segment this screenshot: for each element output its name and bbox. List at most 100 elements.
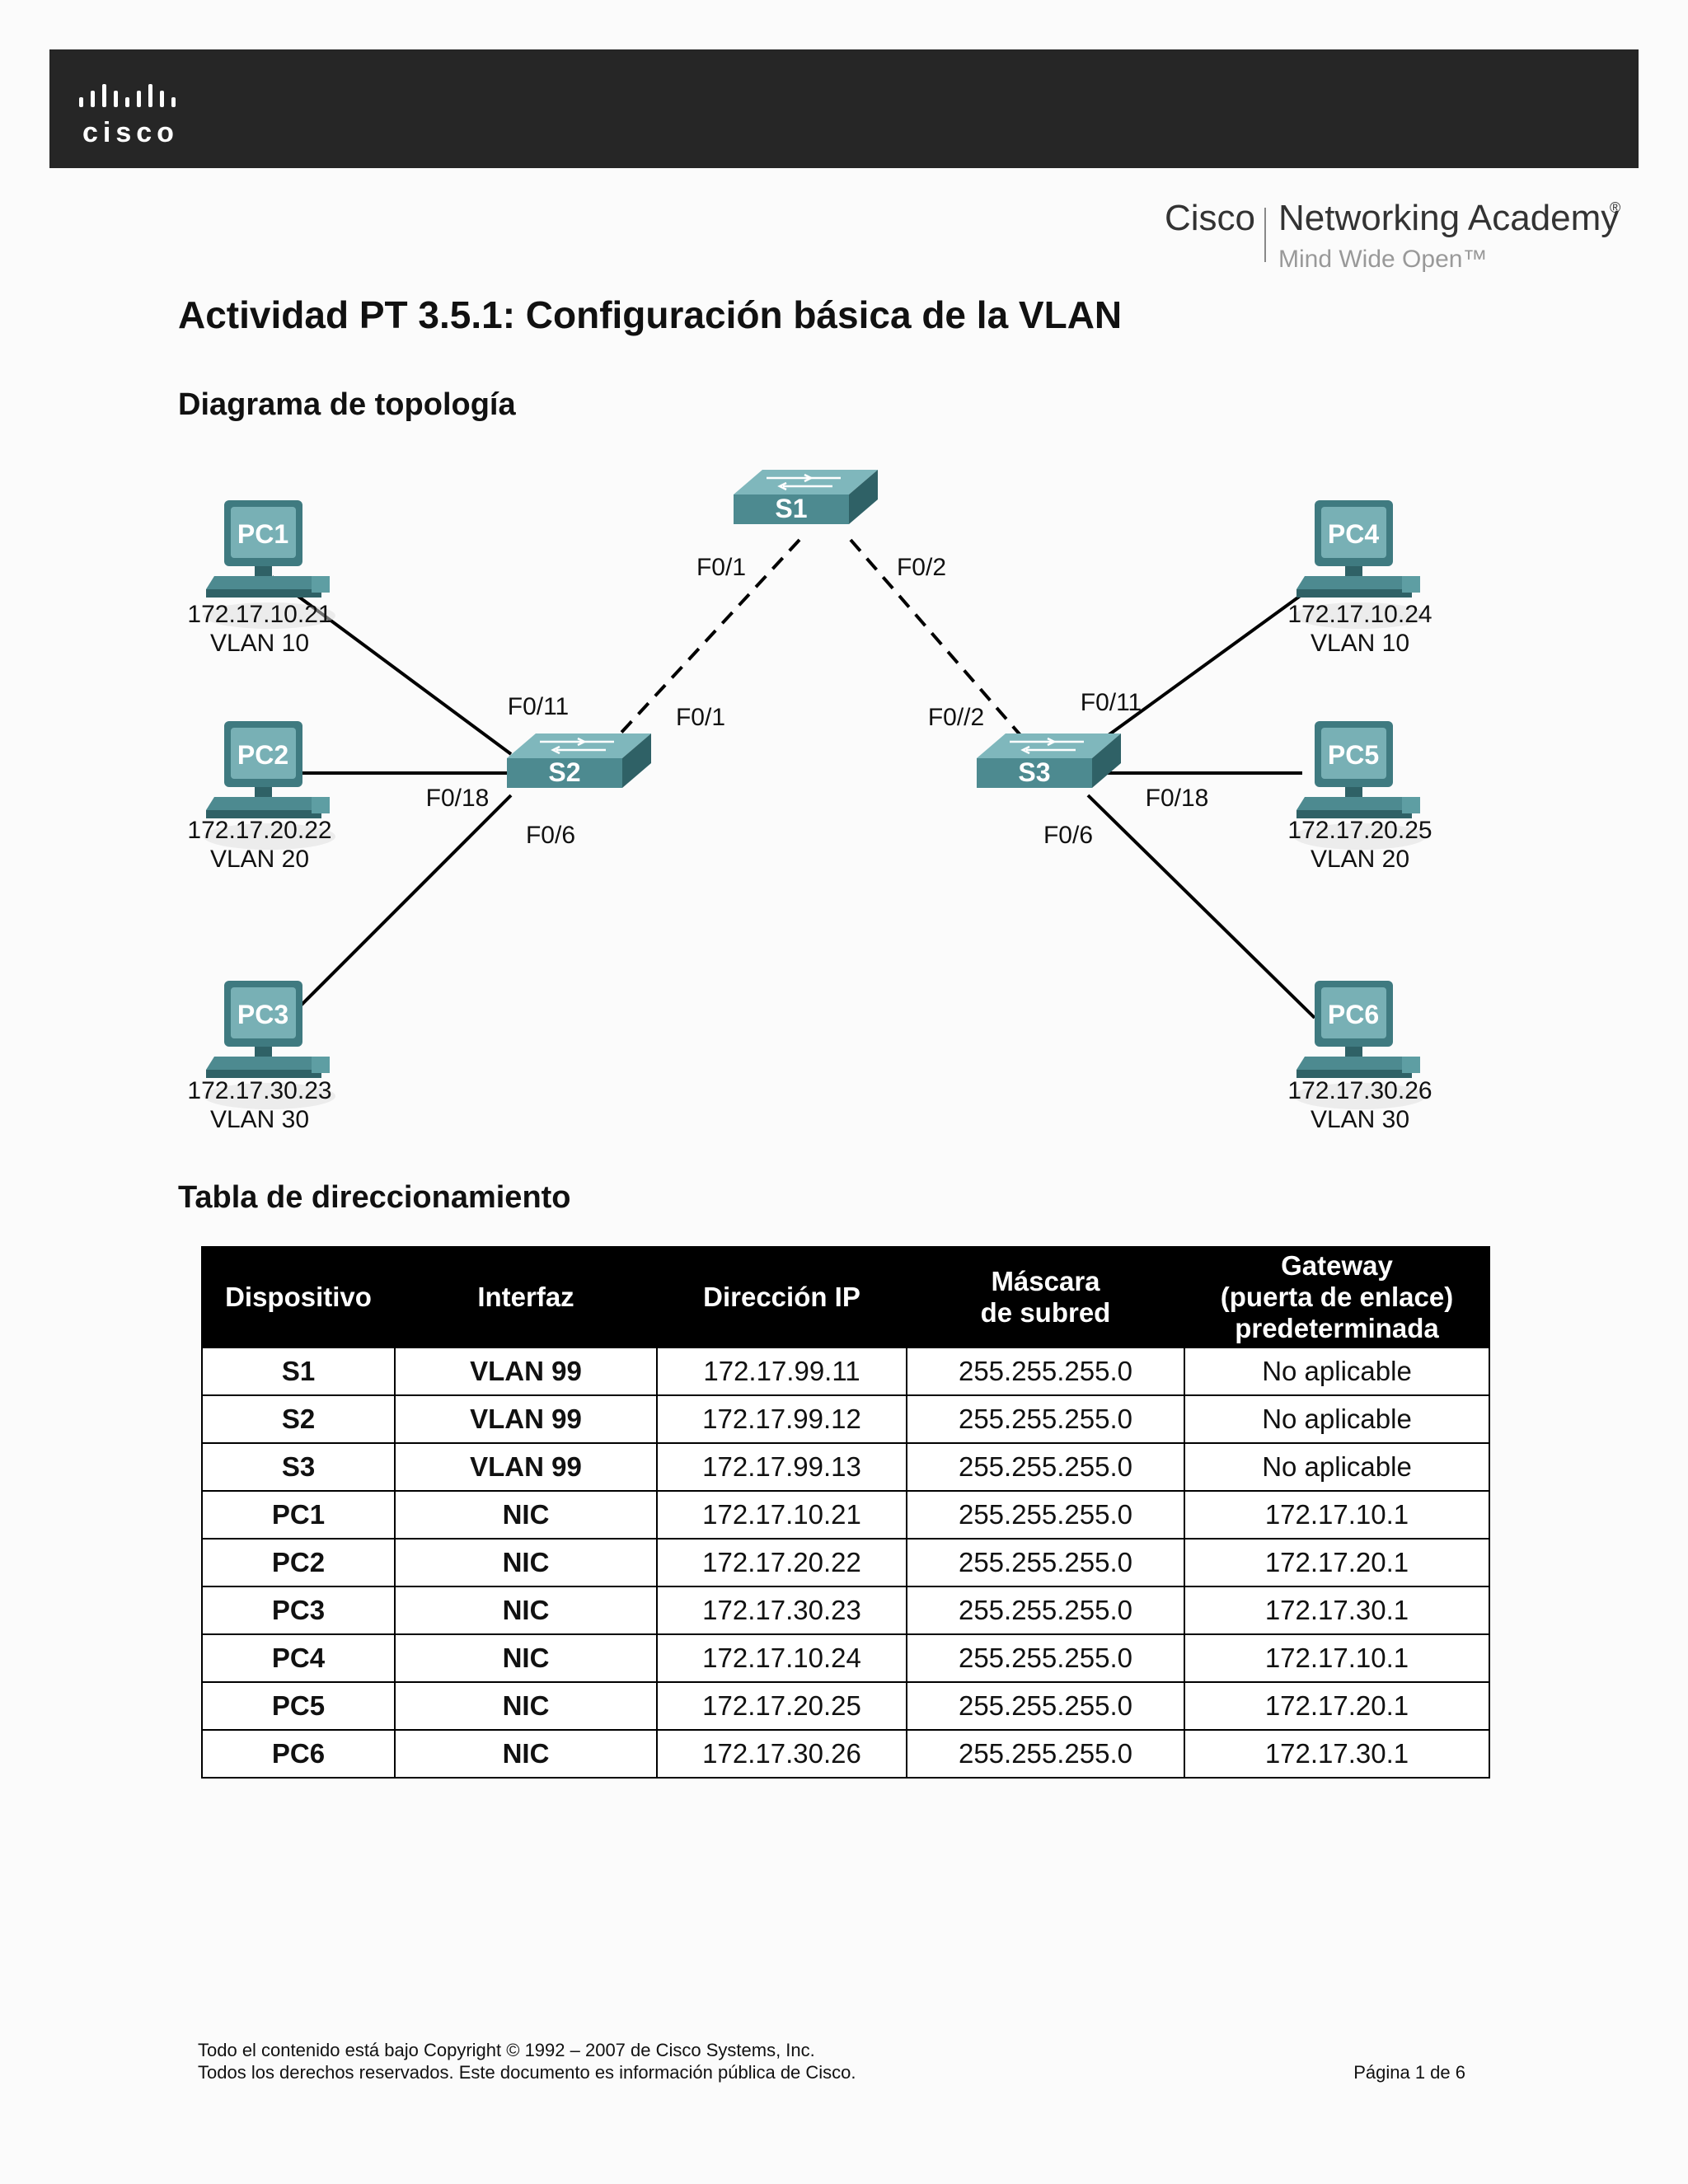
port-s2-f018: F0/18 (426, 785, 490, 812)
cell-interface: VLAN 99 (394, 1347, 658, 1396)
pc5-label: PC5 (1328, 740, 1379, 770)
cell-mask: 255.255.255.0 (906, 1538, 1185, 1587)
cell-ip: 172.17.10.24 (656, 1633, 907, 1683)
switch-s2[interactable]: S2 (505, 732, 653, 790)
cell-gateway: No aplicable (1184, 1442, 1490, 1492)
header-mask-line: de subred (980, 1297, 1111, 1328)
cell-interface: NIC (394, 1729, 658, 1779)
cell-ip: 172.17.99.13 (656, 1442, 907, 1492)
switch-s3[interactable]: S3 (975, 732, 1123, 790)
cell-device: S1 (201, 1347, 396, 1396)
pc-pc4[interactable]: PC4 (1294, 500, 1426, 629)
cell-gateway: No aplicable (1184, 1347, 1490, 1396)
footer-rights: Todos los derechos reservados. Este docu… (198, 2062, 856, 2083)
cell-device: PC5 (201, 1681, 396, 1731)
cell-device: S3 (201, 1442, 396, 1492)
cell-mask: 255.255.255.0 (906, 1729, 1185, 1779)
switch-s1[interactable]: S1 (732, 468, 879, 526)
pc-pc6[interactable]: PC6 (1294, 981, 1426, 1109)
link-s1-s3 (849, 538, 1028, 743)
pc3-label: PC3 (237, 1000, 288, 1029)
header-interface: Interfaz (394, 1246, 658, 1348)
pc2-ip: 172.17.20.22 (187, 817, 331, 844)
pc6-ip: 172.17.30.26 (1287, 1077, 1432, 1104)
header-gateway-line: (puerta de enlace) (1220, 1282, 1454, 1312)
switch-s2-label: S2 (548, 757, 580, 787)
pc-pc3[interactable]: PC3 (204, 981, 335, 1109)
page-number: Página 1 de 6 (1353, 2062, 1465, 2083)
cisco-logo-text: cisco (82, 117, 179, 148)
cell-mask: 255.255.255.0 (906, 1490, 1185, 1540)
cell-interface: VLAN 99 (394, 1442, 658, 1492)
pc5-ip: 172.17.20.25 (1287, 817, 1432, 844)
pc6-label: PC6 (1328, 1000, 1379, 1029)
pc-pc1[interactable]: PC1 (204, 500, 335, 629)
tagline: Mind Wide Open™ (1278, 246, 1488, 273)
pc2-label: PC2 (237, 740, 288, 770)
brand-name: Cisco (1165, 198, 1256, 238)
academy-name: Networking Academy (1278, 198, 1620, 238)
cell-gateway: 172.17.20.1 (1184, 1681, 1490, 1731)
cell-interface: VLAN 99 (394, 1394, 658, 1444)
pc5-vlan: VLAN 20 (1311, 846, 1409, 873)
cell-gateway: No aplicable (1184, 1394, 1490, 1444)
cell-device: PC3 (201, 1586, 396, 1635)
cisco-logo-icon (79, 84, 176, 107)
pc-pc2[interactable]: PC2 (204, 721, 335, 850)
cell-interface: NIC (394, 1681, 658, 1731)
port-s3-f02: F0//2 (928, 704, 984, 731)
header-mask-line: Máscara (991, 1266, 1100, 1296)
port-s3-f06: F0/6 (1043, 822, 1093, 849)
link-pc6-s3 (1086, 794, 1316, 1019)
header-banner: cisco (49, 49, 1639, 168)
logo-divider (1264, 208, 1266, 262)
header-gateway: Gateway (puerta de enlace) predeterminad… (1184, 1246, 1490, 1348)
cell-interface: NIC (394, 1586, 658, 1635)
header-ip: Dirección IP (656, 1246, 907, 1348)
pc1-label: PC1 (237, 519, 288, 549)
header-mask: Máscara de subred (906, 1246, 1185, 1348)
cell-interface: NIC (394, 1633, 658, 1683)
port-s2-f06: F0/6 (526, 822, 575, 849)
section-topology-heading: Diagrama de topología (178, 387, 516, 422)
cell-mask: 255.255.255.0 (906, 1633, 1185, 1683)
pc3-vlan: VLAN 30 (210, 1106, 309, 1133)
addressing-table: Dispositivo Interfaz Dirección IP Máscar… (201, 1246, 1490, 1779)
cell-gateway: 172.17.30.1 (1184, 1729, 1490, 1779)
port-s3-f011: F0/11 (1081, 689, 1142, 716)
cell-interface: NIC (394, 1538, 658, 1587)
pc-pc5[interactable]: PC5 (1294, 721, 1426, 850)
port-s1-f01: F0/1 (696, 554, 746, 581)
cell-device: PC2 (201, 1538, 396, 1587)
links (270, 538, 1325, 1019)
port-s2-f01: F0/1 (676, 704, 725, 731)
cell-mask: 255.255.255.0 (906, 1394, 1185, 1444)
cell-interface: NIC (394, 1490, 658, 1540)
cell-device: S2 (201, 1394, 396, 1444)
pc4-vlan: VLAN 10 (1311, 630, 1409, 657)
cell-mask: 255.255.255.0 (906, 1586, 1185, 1635)
pc4-label: PC4 (1328, 519, 1379, 549)
cell-mask: 255.255.255.0 (906, 1442, 1185, 1492)
cell-ip: 172.17.20.22 (656, 1538, 907, 1587)
registered-mark: ® (1610, 199, 1621, 216)
pc4-ip: 172.17.10.24 (1287, 601, 1432, 628)
cell-ip: 172.17.99.12 (656, 1394, 907, 1444)
pc1-ip: 172.17.10.21 (187, 601, 331, 628)
pc3-ip: 172.17.30.23 (187, 1077, 331, 1104)
cell-ip: 172.17.30.23 (656, 1586, 907, 1635)
header-device: Dispositivo (201, 1246, 396, 1348)
link-pc3-s2 (299, 794, 513, 1007)
port-s2-f011: F0/11 (508, 693, 570, 720)
cell-gateway: 172.17.20.1 (1184, 1538, 1490, 1587)
cell-device: PC4 (201, 1633, 396, 1683)
switch-s1-label: S1 (775, 494, 807, 523)
